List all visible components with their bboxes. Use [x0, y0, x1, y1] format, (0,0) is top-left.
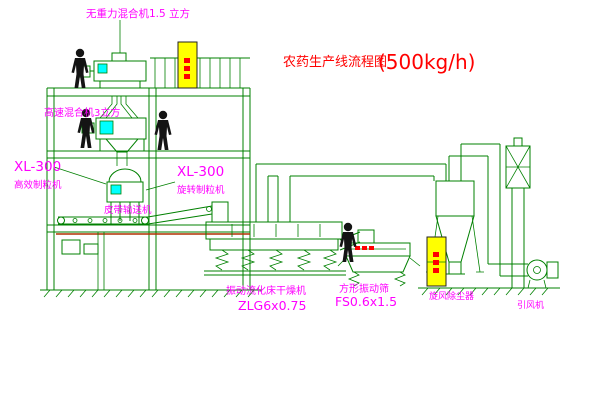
granulator-dome [108, 168, 142, 183]
worker-figure [71, 48, 89, 88]
exhaust-duct [255, 163, 447, 222]
granulator-panel [110, 184, 122, 195]
panel-marking [184, 66, 190, 71]
mixer-inlet [111, 52, 127, 62]
dryer-spring [240, 249, 256, 271]
fan-scroll [526, 259, 548, 281]
ground-hatch [43, 289, 255, 298]
feed-y-branch [99, 96, 139, 119]
dimension-marking [355, 246, 360, 250]
label-sieve-model: FS0.6x1.5 [335, 294, 397, 309]
bucket-elevator-top [177, 41, 198, 89]
granulator-body [106, 181, 144, 203]
panel-marking [433, 252, 439, 257]
feed-chute [147, 205, 213, 225]
title-capacity: (500kg/h) [378, 50, 475, 74]
sieve-inlet [357, 229, 375, 244]
panel-marking [433, 260, 439, 265]
sieve-spring [347, 271, 360, 287]
dryer-spring [296, 249, 312, 271]
label-high-speed-mixer: 高速混合机3立方 [44, 106, 120, 119]
building-structure [40, 57, 262, 298]
panel-marking [184, 58, 190, 63]
bucket-elevator-right [426, 236, 447, 287]
label-gravity-mixer: 无重力混合机1.5 立方 [86, 7, 190, 20]
roof-railing [154, 58, 241, 88]
label-fan: 引风机 [517, 299, 544, 311]
label-granulator-left-name: 高效制粒机 [14, 179, 62, 191]
fluid-bed-dryer [204, 201, 361, 276]
induced-draft-fan [526, 259, 559, 289]
label-granulator-mid-name: 旋转制粒机 [177, 184, 225, 196]
fan-duct [448, 143, 528, 277]
belt-conveyor [57, 205, 213, 225]
title-text: 农药生产线流程图 [283, 55, 387, 70]
label-belt-conveyor: 皮带输送机 [104, 204, 152, 216]
label-dryer-name: 振动流化床干燥机 [226, 284, 306, 297]
cyclone-body [435, 180, 475, 217]
label-cyclone: 旋风除尘器 [429, 290, 474, 302]
panel-marking [184, 74, 190, 79]
mixer-panel [97, 63, 108, 74]
label-leaders [53, 166, 176, 191]
high-speed-mixer [81, 117, 147, 153]
label-sieve-name: 方形振动筛 [339, 282, 389, 295]
dimension-marking [362, 246, 367, 250]
dryer-spring [214, 249, 230, 271]
diagram-title: 农药生产线流程图 (500kg/h) [283, 50, 475, 74]
sieve-spring [393, 271, 406, 287]
worker-figure [154, 110, 172, 150]
gravity-mixer [77, 20, 147, 119]
dryer-spring [322, 249, 338, 271]
ground-floor-bin [83, 243, 99, 255]
ground-right [418, 287, 560, 296]
granulator [106, 152, 144, 224]
dryer-spring [268, 249, 284, 271]
ground-floor-bin [61, 239, 81, 255]
mixer-panel [99, 120, 114, 135]
label-granulator-left-model: XL-300 [14, 159, 61, 175]
labels: 无重力混合机1.5 立方 高速混合机3立方 XL-300 高效制粒机 XL-30… [14, 7, 544, 313]
panel-marking [433, 268, 439, 273]
label-granulator-mid-model: XL-300 [177, 164, 224, 180]
label-dryer-model: ZLG6x0.75 [238, 298, 306, 313]
dimension-marking [369, 246, 374, 250]
exhaust-stack [505, 137, 531, 288]
fan-motor [546, 261, 559, 279]
mixer-cone [104, 138, 140, 153]
dryer-inlet [211, 201, 229, 223]
